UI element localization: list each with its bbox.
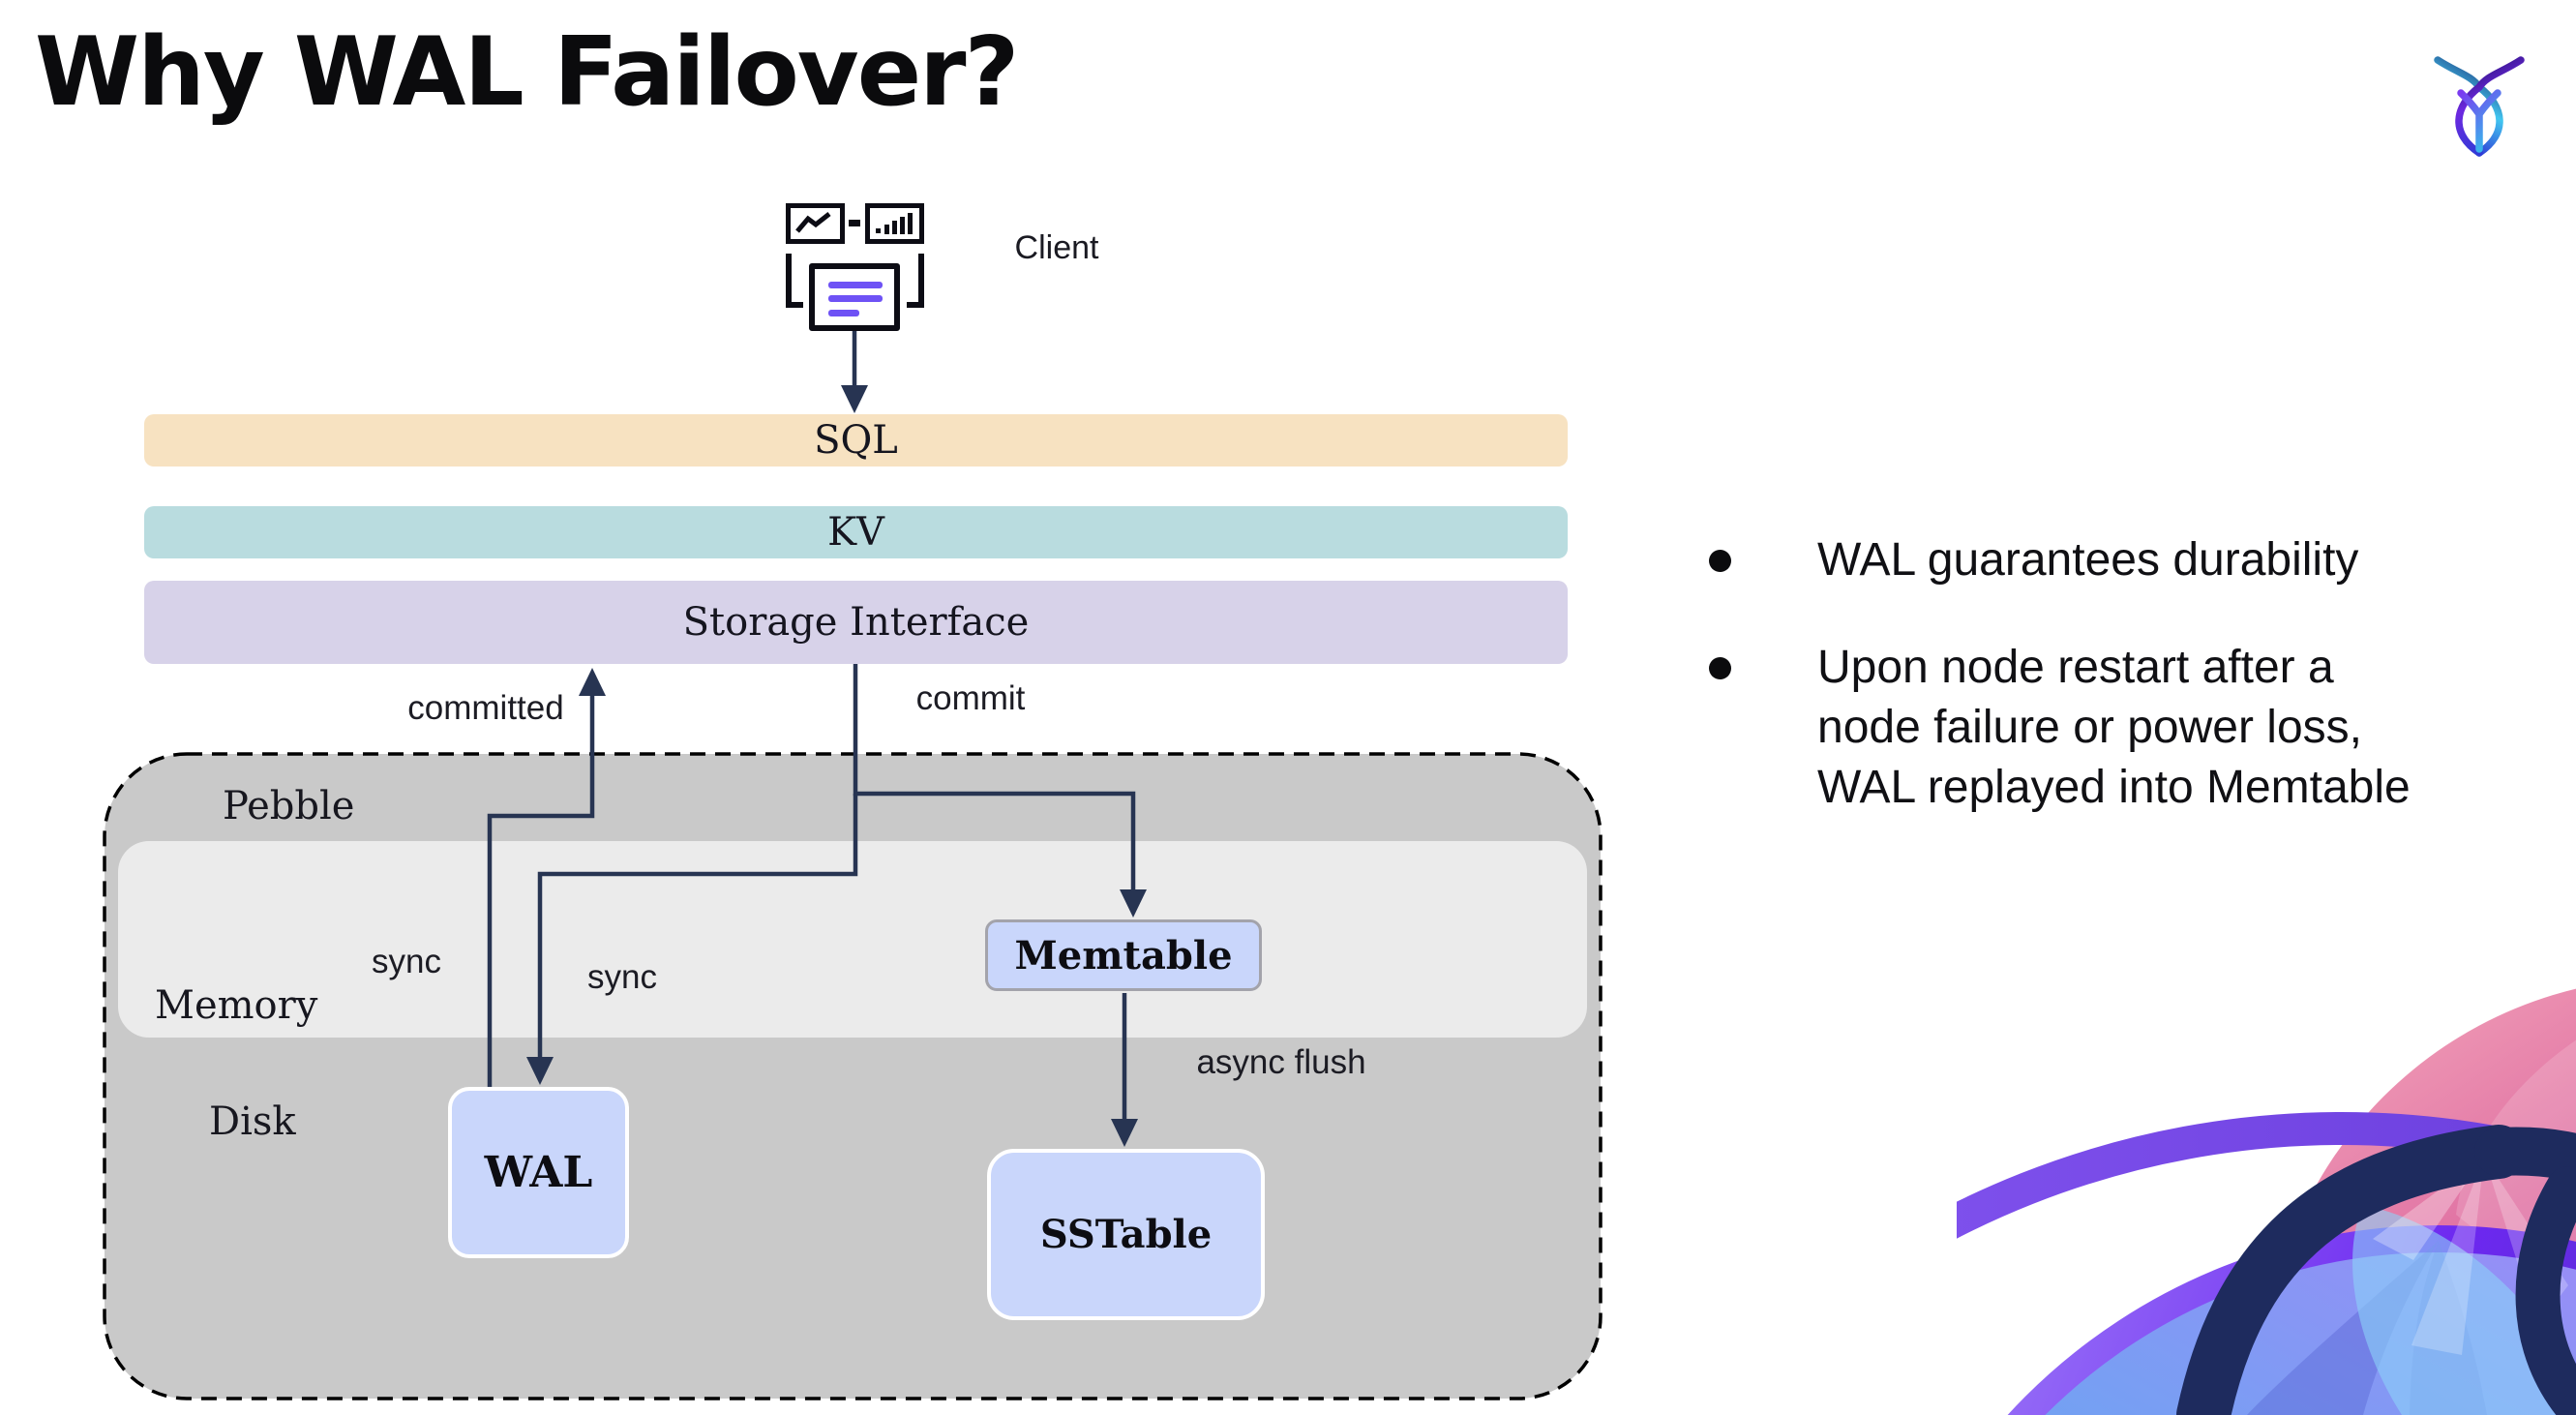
arrowhead-client-down (841, 385, 868, 413)
pebble-label: Pebble (223, 784, 355, 828)
arrowhead-sstable-down (1111, 1119, 1138, 1147)
layer-sql-label: SQL (814, 418, 898, 463)
bullet-dot (1709, 657, 1731, 679)
edge-label-commit: commit (915, 679, 1026, 717)
bullet-text: Upon node restart after a node failure o… (1817, 642, 2411, 813)
decorative-spheres-icon (1957, 988, 2576, 1415)
node-wal: WAL (448, 1087, 629, 1258)
cockroachdb-logo-icon (2434, 56, 2525, 157)
edge-label-sync-down: sync (587, 958, 657, 996)
node-memtable: Memtable (985, 919, 1262, 991)
edge-label-committed: committed (407, 689, 564, 727)
arrowhead-wal-down (526, 1057, 554, 1085)
node-memtable-label: Memtable (1014, 932, 1233, 978)
list-item: Upon node restart after a node failure o… (1695, 638, 2547, 818)
edge-label-async-flush: async flush (1196, 1043, 1366, 1081)
line-chart-icon (786, 203, 845, 244)
layer-kv-label: KV (827, 510, 884, 555)
layer-sql: SQL (144, 414, 1568, 467)
edge-sync-to-wal (537, 794, 858, 1070)
list-item: WAL guarantees durability (1695, 530, 2547, 590)
arrowheads (526, 385, 1147, 1147)
window-bracket-right (907, 254, 924, 308)
memory-band (118, 841, 1587, 1038)
page-title: Why WAL Failover? (35, 17, 1019, 128)
bullet-text: WAL guarantees durability (1817, 534, 2359, 586)
disk-zone-label: Disk (209, 1099, 296, 1144)
node-sstable: SSTable (987, 1149, 1265, 1320)
window-bracket-left (786, 254, 803, 308)
layer-kv: KV (144, 506, 1568, 558)
layer-storage-label: Storage Interface (682, 600, 1030, 645)
arrowhead-memtable-down (1120, 889, 1147, 918)
edge-label-sync-up: sync (372, 943, 441, 980)
document-icon (809, 263, 900, 331)
connector-dash (849, 220, 860, 226)
bar-chart-icon (865, 203, 924, 244)
layer-storage-interface: Storage Interface (144, 581, 1568, 664)
memory-zone-label: Memory (155, 983, 318, 1028)
node-wal-label: WAL (484, 1148, 593, 1197)
bullet-list: WAL guarantees durability Upon node rest… (1695, 530, 2547, 818)
client-label: Client (1014, 229, 1099, 266)
edge-committed-from-wal (487, 683, 595, 1087)
bullet-dot (1709, 550, 1731, 572)
node-sstable-label: SSTable (1039, 1212, 1213, 1257)
